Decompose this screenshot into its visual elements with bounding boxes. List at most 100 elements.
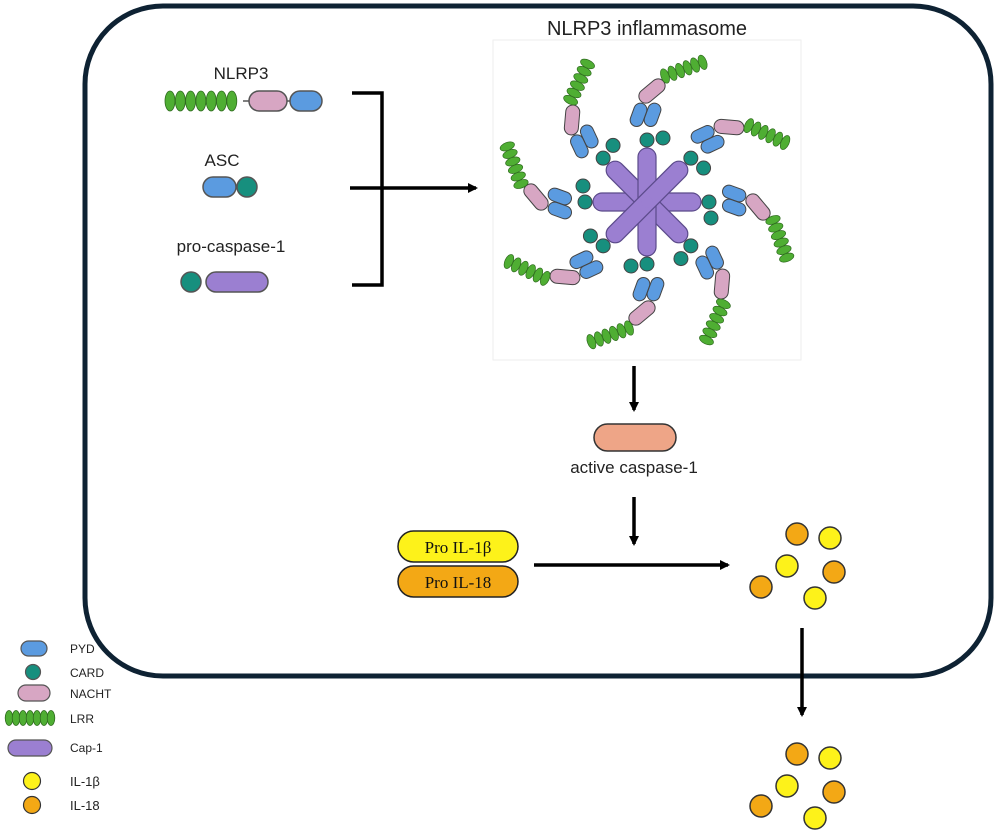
- lrr-chain: [699, 298, 731, 346]
- pro-caspase-cap1-domain: [205, 271, 269, 293]
- legend-label-il18: IL-18: [70, 798, 100, 813]
- il18-particle: [749, 794, 773, 818]
- card-domain: [673, 251, 689, 267]
- pyd-domain: [646, 277, 665, 302]
- lrr-repeat: [174, 90, 186, 112]
- inflammasome-arm: [586, 256, 665, 350]
- inflammasome-arm: [629, 54, 708, 148]
- lrr-repeat: [779, 252, 795, 263]
- pro-il1b-box: Pro IL-1β: [397, 530, 519, 563]
- card-domain: [683, 238, 699, 254]
- card-domain: [655, 130, 671, 146]
- legend-label-cap1: Cap-1: [70, 741, 103, 755]
- legend-label-il1b: IL-1β: [70, 774, 100, 789]
- nlrp3-nacht-domain: [248, 90, 288, 112]
- legend-item-il18: IL-18: [22, 795, 100, 815]
- lrr-repeat: [46, 710, 56, 726]
- legend-item-pyd: PYD: [20, 640, 95, 657]
- legend: PYD CARD NACHT LRR Cap-1 IL-1β IL-18: [4, 640, 112, 815]
- pyd-domain: [570, 134, 589, 159]
- il1b-particle: [775, 554, 799, 578]
- nacht-domain: [713, 118, 745, 136]
- il1b-swatch: [22, 771, 42, 791]
- card-domain: [577, 194, 593, 210]
- legend-label-lrr: LRR: [70, 712, 94, 726]
- lrr-repeat: [503, 254, 515, 269]
- inflammasome-arm: [503, 228, 611, 286]
- inflammasome-arm: [683, 118, 791, 176]
- lrr-repeat: [699, 334, 714, 346]
- asc-pyd-domain: [202, 176, 237, 198]
- card-domain: [623, 258, 639, 274]
- pyd-swatch: [20, 640, 48, 657]
- pro-caspase-component: pro-caspase-1: [177, 237, 286, 293]
- lrr-chain: [563, 58, 595, 106]
- nlrp3-lrr-chain: [164, 90, 238, 112]
- card-swatch: [24, 663, 42, 681]
- cap1-swatch: [7, 739, 53, 757]
- nacht-domain: [549, 268, 581, 286]
- il18-particle: [822, 560, 846, 584]
- lrr-repeat: [32, 710, 42, 726]
- il1b-particle: [818, 746, 842, 770]
- lrr-chain: [743, 118, 791, 150]
- lrr-repeat: [580, 58, 595, 70]
- inflammasome-arm: [499, 141, 593, 220]
- legend-label-pyd: PYD: [70, 642, 95, 656]
- il1b-particle: [803, 806, 827, 830]
- lrr-repeat: [11, 710, 21, 726]
- pyd-domain: [722, 184, 747, 203]
- mature-cytokines-secreted: [749, 742, 846, 830]
- card-domain: [595, 150, 611, 166]
- cell-boundary: [82, 3, 994, 679]
- card-domain: [575, 178, 591, 194]
- nlrp3-pyd-domain: [289, 90, 323, 112]
- il18-particle: [785, 742, 809, 766]
- lrr-repeat: [18, 710, 28, 726]
- legend-label-nacht: NACHT: [70, 687, 112, 701]
- lrr-repeat: [216, 90, 227, 112]
- lrr-chain: [499, 141, 529, 189]
- pro-il18-box: Pro IL-18: [397, 565, 519, 598]
- il18-swatch: [22, 795, 42, 815]
- lrr-repeat: [195, 90, 207, 112]
- lrr-swatch: [4, 710, 56, 726]
- il18-particle: [822, 780, 846, 804]
- il1b-particle: [803, 586, 827, 610]
- legend-label-card: CARD: [70, 666, 104, 680]
- pro-caspase-label: pro-caspase-1: [177, 237, 286, 256]
- nlrp3-component: NLRP3: [164, 64, 323, 112]
- cap1-hub: [641, 196, 653, 208]
- active-caspase-shape: [593, 423, 677, 452]
- asc-label: ASC: [205, 151, 240, 170]
- card-domain: [639, 132, 655, 148]
- pyd-domain: [690, 125, 715, 144]
- nlrp3-label: NLRP3: [214, 64, 269, 83]
- nacht-domain: [713, 268, 731, 300]
- lrr-repeat: [185, 90, 197, 112]
- inflammasome-arm: [701, 184, 795, 263]
- inflammasome-arm: [563, 58, 621, 166]
- asc-card-domain: [236, 176, 258, 198]
- pyd-domain: [579, 260, 604, 279]
- inflammasome-title: NLRP3 inflammasome: [547, 18, 747, 40]
- legend-item-lrr: LRR: [4, 710, 94, 726]
- pyd-domain: [547, 201, 572, 220]
- nacht-swatch: [17, 684, 51, 702]
- card-domain: [683, 150, 699, 166]
- card-domain: [703, 210, 719, 226]
- pyd-domain: [629, 102, 648, 127]
- il18-particle: [785, 522, 809, 546]
- lrr-repeat: [39, 710, 49, 726]
- card-domain: [582, 228, 598, 244]
- card-domain: [701, 194, 717, 210]
- lrr-chain: [765, 215, 795, 263]
- card-domain: [595, 238, 611, 254]
- card-domain: [605, 137, 621, 153]
- legend-item-card: CARD: [24, 663, 104, 681]
- lrr-chain: [503, 254, 551, 286]
- lrr-repeat: [205, 90, 217, 112]
- il1b-particle: [775, 774, 799, 798]
- il1b-particle: [818, 526, 842, 550]
